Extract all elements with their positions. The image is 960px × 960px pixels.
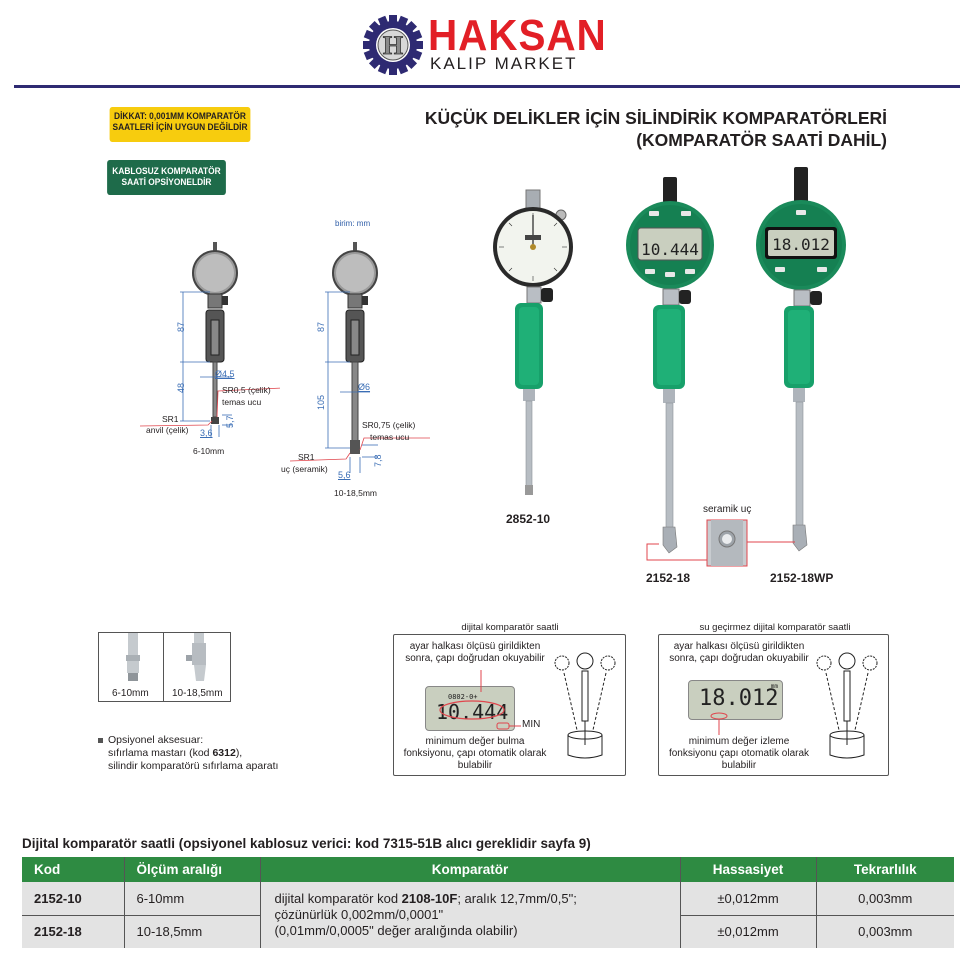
thumb-label-large: 10-18,5mm: [172, 688, 223, 699]
dim-tip-height-small: 5,7: [225, 415, 235, 428]
thumb-label-small: 6-10mm: [112, 688, 149, 699]
table-row: 2152-10 6-10mm dijital komparatör kod 21…: [22, 882, 954, 948]
gear-logo-icon: H: [363, 15, 423, 75]
thumb-divider: [163, 632, 164, 702]
lcd-display-waterproof: mm 18.012: [688, 680, 783, 720]
accessory-code: 6312: [212, 747, 236, 759]
brand-subtitle: KALIP MARKET: [430, 54, 578, 73]
title-line-2: (KOMPARATÖR SAATİ DAHİL): [636, 130, 887, 150]
cell-kod: 2152-18: [22, 914, 124, 948]
spec-table: Kod Ölçüm aralığı Komparatör Hassasiyet …: [22, 857, 954, 948]
page-title: KÜÇÜK DELİKLER İÇİN SİLİNDİRİK KOMPARATÖ…: [392, 107, 887, 151]
col-header-repeatability: Tekrarlılık: [815, 857, 954, 882]
ceramic-tip-label: seramik uç: [703, 504, 752, 515]
min-label: MIN: [522, 719, 541, 730]
feature-title-waterproof: su geçirmez dijital komparatör saatli: [699, 622, 851, 633]
unit-label: birim: mm: [335, 219, 371, 228]
dim-handle-large: 87: [316, 321, 326, 332]
cell-repeatability: 0,003mm: [815, 914, 954, 948]
dim-tip-width-small: 3,6: [200, 428, 213, 438]
cell-accuracy: ±0,012mm: [679, 882, 816, 915]
diameter-large: Ø6: [358, 382, 371, 392]
col-header-range: Ölçüm aralığı: [123, 857, 260, 882]
cell-comparator: dijital komparatör kod 2108-10F; aralık …: [259, 882, 680, 948]
header-divider: [14, 85, 960, 88]
dim-tip-width-large: 5,6: [338, 470, 351, 480]
cell-range: 10-18,5mm: [123, 914, 260, 948]
cell-range: 6-10mm: [123, 882, 260, 915]
col-header-comparator: Komparatör: [259, 857, 680, 882]
dim-tip-height-large: 7,8: [373, 454, 383, 467]
col-header-kod: Kod: [22, 857, 124, 882]
highlight-callout-2: [710, 712, 728, 735]
cell-accuracy: ±0,012mm: [679, 914, 816, 948]
gauge-sketch-icon-2: [816, 652, 878, 759]
anvil-label-small: anvil (çelik): [146, 425, 189, 435]
product-code-2852-10: 2852-10: [506, 512, 551, 526]
cell-kod: 2152-10: [22, 882, 124, 915]
svg-text:H: H: [383, 31, 403, 60]
brand-name: HAKSAN: [428, 11, 607, 60]
product-waterproof-gauge: 18.012: [756, 167, 846, 552]
wireless-badge: KABLOSUZ KOMPARATÖR SAATİ OPSİYONELDİR: [107, 160, 226, 195]
contact-label-small: temas ucu: [222, 397, 262, 407]
feature-box-digital: [393, 634, 626, 776]
cell-repeatability: 0,003mm: [815, 882, 954, 915]
feature-top-text-waterproof: ayar halkası ölçüsü girildikten sonra, ç…: [669, 641, 809, 664]
feature-title-digital: dijital komparatör saatli: [461, 622, 559, 633]
col-header-accuracy: Hassasiyet: [679, 857, 816, 882]
dim-handle-small: 87: [176, 321, 186, 332]
bullet-icon: [98, 737, 103, 743]
dim-shaft-large: 105: [316, 394, 326, 410]
tip-thumbnails: [98, 632, 231, 702]
product-code-2152-18WP: 2152-18WP: [770, 571, 834, 585]
product-analog-gauge: [493, 189, 573, 495]
product-digital-gauge: 10.444: [626, 177, 714, 554]
diameter-small: Ø4,5: [215, 369, 235, 379]
diagram-large-gauge: [290, 242, 430, 473]
feature-box-waterproof: [658, 634, 889, 776]
table-row: 2152-18 10-18,5mm ±0,012mm 0,003mm: [22, 914, 954, 948]
anvil-radius-large: SR1: [298, 452, 315, 462]
anvil-label-large: uç (seramik): [281, 464, 328, 474]
highlight-callout: [439, 670, 521, 730]
svg-text:18.012: 18.012: [772, 235, 830, 254]
dim-shaft-small: 48: [176, 382, 186, 393]
table-header-row: Kod Ölçüm aralığı Komparatör Hassasiyet …: [22, 857, 954, 882]
gauge-sketch-icon: [554, 652, 616, 759]
product-code-2152-18: 2152-18: [646, 571, 691, 585]
contact-radius-large: SR0,75 (çelik): [362, 420, 416, 430]
ceramic-tip-callout: [646, 519, 795, 567]
optional-accessory: Opsiyonel aksesuar: sıfırlama mastarı (k…: [98, 734, 278, 773]
contact-label-large: temas ucu: [370, 432, 410, 442]
tip-large-image: [186, 633, 206, 681]
title-line-1: KÜÇÜK DELİKLER İÇİN SİLİNDİRİK KOMPARATÖ…: [424, 108, 887, 128]
range-label-small: 6-10mm: [193, 446, 225, 456]
anvil-radius-small: SR1: [162, 414, 179, 424]
svg-text:10.444: 10.444: [641, 240, 699, 259]
feature-bottom-text-waterproof: minimum değer izleme fonksiyonu çapı oto…: [668, 736, 810, 771]
diagram-small-gauge: [140, 242, 280, 437]
feature-bottom-text-digital: minimum değer bulma fonksiyonu, çapı oto…: [403, 736, 547, 771]
table-caption: Dijital komparatör saatli (opsiyonel kab…: [22, 836, 591, 851]
warning-badge: DİKKAT: 0,001MM KOMPARATÖR SAATLERİ İÇİN…: [109, 107, 251, 142]
tip-small-image: [126, 633, 140, 681]
range-label-large: 10-18,5mm: [334, 488, 377, 498]
feature-top-text-digital: ayar halkası ölçüsü girildikten sonra, ç…: [405, 641, 545, 664]
contact-radius-small: SR0,5 (çelik): [222, 385, 271, 395]
